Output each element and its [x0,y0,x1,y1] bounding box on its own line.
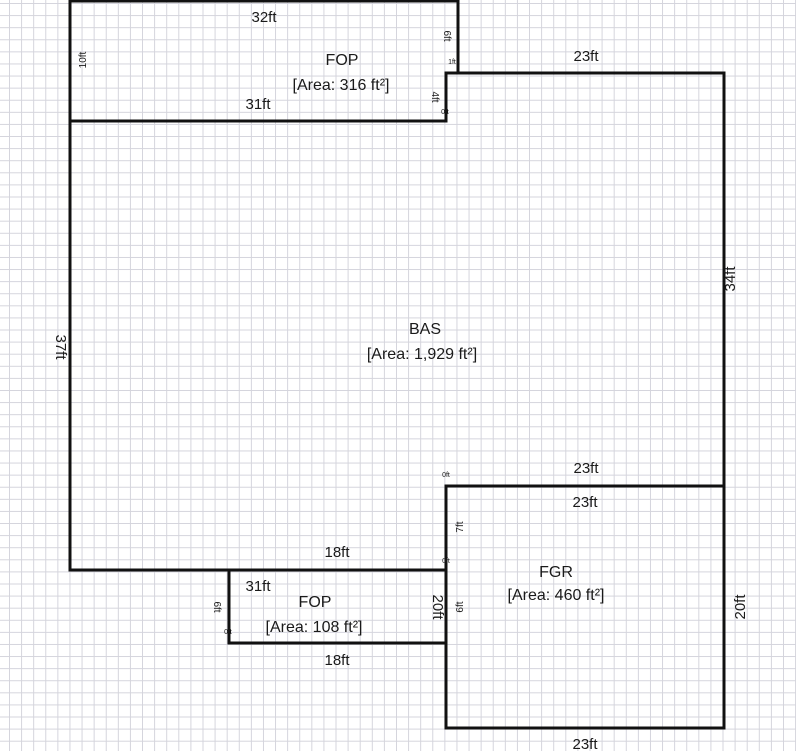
room-area-fop-top: [Area: 316 ft²] [293,77,390,94]
dim-fop-bottom-left: 6ft [211,601,222,612]
dim-bas-bottom-corner: 0ft [442,558,450,565]
room-name-fop-bottom: FOP [299,594,332,611]
dim-fgr-right: 20ft [732,594,749,620]
dim-bas-left: 37ft [52,334,69,360]
dim-fgr-top: 23ft [572,494,598,511]
dim-fgr-left-lower: 6ft [455,601,466,612]
wall-fop-bottom [227,568,448,645]
wall-fgr [444,484,726,730]
room-area-bas: [Area: 1,929 ft²] [367,346,477,363]
dim-fop-top-bottom: 31ft [245,96,271,113]
dim-fop-top-top: 32ft [251,9,277,26]
walls [68,0,726,730]
dim-bas-top: 23ft [573,48,599,65]
room-area-fop-bottom: [Area: 108 ft²] [266,619,363,636]
dim-bas-inner-corner: 0ft [442,472,450,479]
dim-fop-bottom-top: 31ft [245,578,271,595]
room-name-fgr: FGR [539,564,573,581]
dim-fop-top-corner: 0ft [441,109,449,116]
dimension-labels: 32ft 10ft 6ft 1ft 4ft 0ft 31ft 23ft 34ft… [52,9,749,751]
dim-bas-bottom: 18ft [324,544,350,561]
room-name-bas: BAS [409,321,441,338]
dim-fop-bottom-right: 20ft [429,594,446,620]
dim-fgr-bottom: 23ft [572,736,598,751]
dim-bas-inner-top: 23ft [573,460,599,477]
dim-fop-bottom-corner: 0ft [224,629,232,636]
dim-bas-right: 34ft [722,266,739,292]
dim-fop-top-right-upper: 6ft [441,30,452,41]
room-name-fop-top: FOP [326,52,359,69]
dim-fgr-left-upper: 7ft [455,521,466,532]
room-area-fgr: [Area: 460 ft²] [508,587,605,604]
dim-fop-top-right-lower: 4ft [429,91,440,102]
dim-fop-top-left: 10ft [78,51,89,68]
dim-fop-top-step: 1ft [448,59,456,66]
dim-fop-bottom-bottom: 18ft [324,652,350,669]
wall-bas [68,71,726,572]
